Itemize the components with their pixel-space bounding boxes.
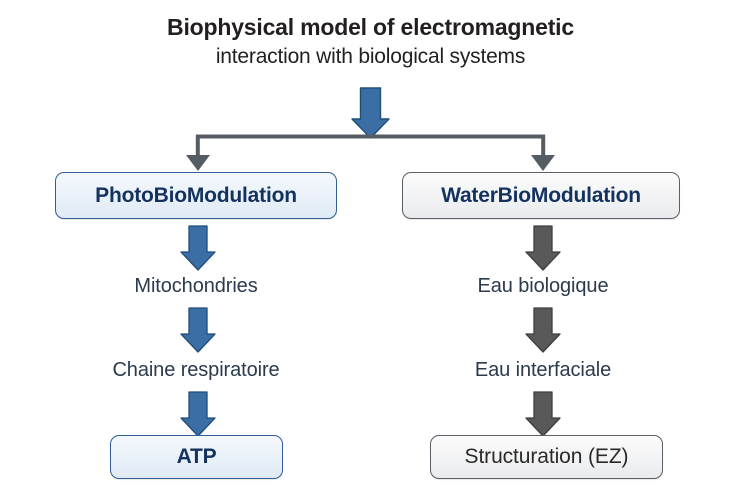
node-structuration-ez-label: Structuration (EZ) (464, 445, 629, 468)
label-eau-interfaciale: Eau interfaciale (474, 359, 612, 381)
node-structuration-ez[interactable]: Structuration (EZ) (430, 435, 663, 479)
node-atp[interactable]: ATP (110, 435, 283, 479)
arrow-left-step1-to-step2 (180, 307, 216, 353)
split-bracket (186, 134, 555, 171)
title-line-2: interaction with biological systems (215, 45, 526, 68)
title-line-1: Biophysical model of electromagnetic (167, 14, 574, 40)
node-waterbiomodulation[interactable]: WaterBioModulation (402, 172, 680, 219)
arrow-right-step2-to-result (525, 391, 561, 437)
node-atp-label: ATP (176, 445, 217, 468)
node-waterbiomodulation-label: WaterBioModulation (441, 183, 641, 207)
node-photobiomodulation[interactable]: PhotoBioModulation (55, 172, 337, 219)
arrow-left-step2-to-result (180, 391, 216, 437)
arrow-left-head-to-step1 (180, 225, 216, 271)
arrow-right-step1-to-step2 (525, 307, 561, 353)
label-eau-biologique: Eau biologique (477, 275, 609, 297)
diagram-title: Biophysical model of electromagnetic int… (0, 12, 741, 72)
label-mitochondries: Mitochondries (134, 275, 258, 297)
arrow-right-head-to-step1 (525, 225, 561, 271)
arrow-title-to-split (351, 87, 390, 139)
node-photobiomodulation-label: PhotoBioModulation (95, 183, 297, 207)
label-chaine-respiratoire: Chaine respiratoire (112, 359, 280, 381)
